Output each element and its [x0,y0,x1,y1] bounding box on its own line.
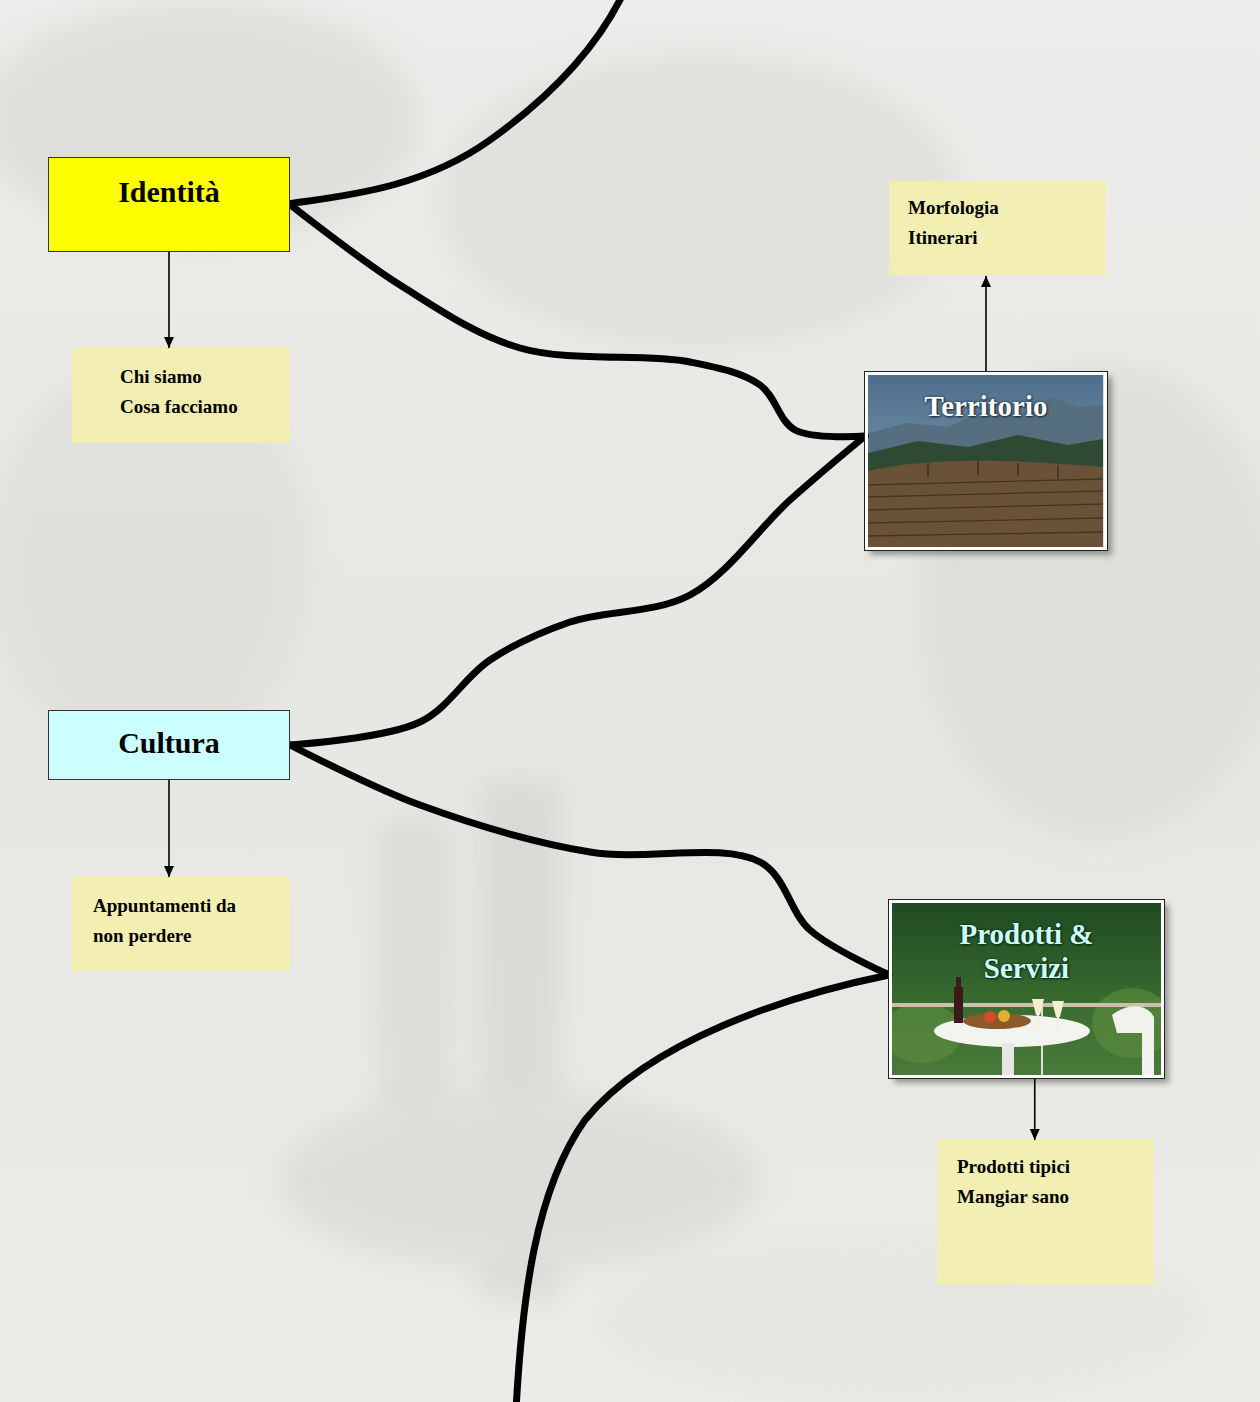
arrow-connector [168,252,170,348]
note-text: Appuntamenti da non perdere [93,891,253,951]
arrow-connector [985,276,987,372]
note-text: Itinerari [908,223,1092,253]
note-text: Morfologia [908,193,1092,223]
note-text: Mangiar sano [957,1182,1140,1212]
node-title: Identità [61,174,277,210]
photo-box: Territorio [865,372,1107,550]
node-title: Prodotti & Servizi [927,917,1127,985]
flow-curve [290,205,865,437]
note-box: MorfologiaItinerari [889,181,1106,276]
note-text: Prodotti tipici [957,1152,1140,1182]
node-title: Cultura [61,725,277,761]
photo-box: Prodotti & Servizi [889,900,1164,1078]
arrow-connector [1034,1078,1036,1140]
arrow-connector [168,780,170,877]
flow-curve [290,436,865,745]
node-title: Territorio [874,389,1098,423]
note-box: Chi siamoCosa facciamo [72,348,290,443]
note-text: Chi siamo [120,362,276,392]
note-text: Cosa facciamo [120,392,276,422]
main-box: Cultura [48,710,290,780]
flow-curve [290,745,889,975]
note-box: Appuntamenti da non perdere [72,877,290,972]
note-box: Prodotti tipiciMangiar sano [937,1140,1154,1285]
main-box: Identità [48,157,290,252]
